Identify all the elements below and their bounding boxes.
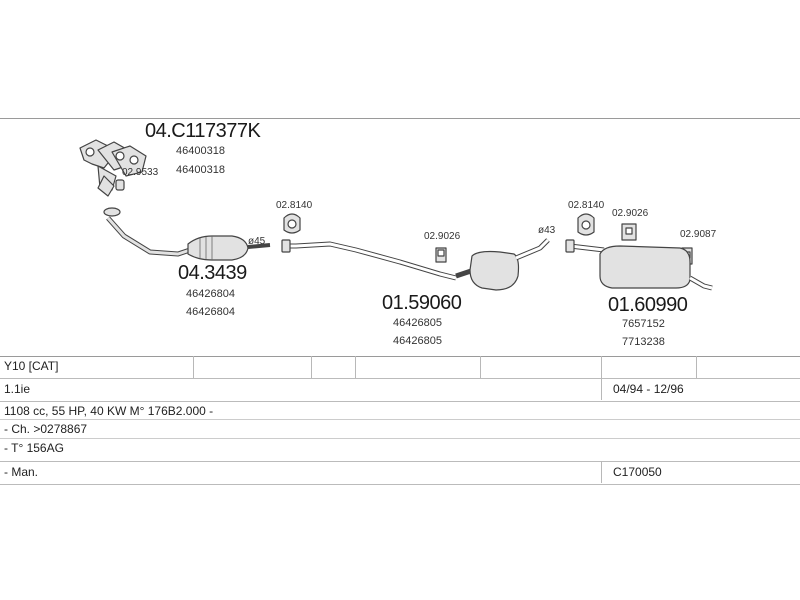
table-divider-1	[193, 356, 194, 378]
table-divider-4	[480, 356, 481, 378]
table-rule-5	[0, 438, 800, 439]
vehicle-ref: C170050	[613, 465, 662, 479]
table-divider-years	[601, 378, 602, 400]
table-divider-ref	[601, 461, 602, 483]
rear-hanger-a-code: 02.8140	[568, 200, 605, 211]
middle-silencer-code: 01.59060	[382, 292, 462, 314]
rear-hanger-b-code: 02.9026	[612, 208, 649, 219]
middle-silencer-oem-1: 46426805	[393, 317, 442, 329]
vehicle-spec: 1108 cc, 55 HP, 40 KW M° 176B2.000 -	[4, 404, 214, 418]
table-rule-7	[0, 484, 800, 485]
rear-silencer-oem-2: 7713238	[622, 336, 665, 348]
manifold-gasket-part[interactable]	[115, 179, 125, 191]
middle-silencer-part[interactable]	[455, 238, 550, 291]
vehicle-type: - T° 156AG	[4, 441, 64, 455]
vehicle-model: Y10 [CAT]	[4, 359, 59, 373]
catalyst-oem-1: 46426804	[186, 288, 235, 300]
table-rule-2	[0, 378, 800, 379]
vehicle-engine: 1.1ie	[4, 382, 31, 396]
table-rule-3	[0, 401, 800, 402]
tail-inlet-pipe-part[interactable]	[565, 239, 605, 253]
table-rule-6	[0, 461, 800, 462]
table-divider-2	[311, 356, 312, 378]
manifold-oem-2: 46400318	[176, 164, 225, 176]
middle-silencer-oem-2: 46426805	[393, 335, 442, 347]
middle-diameter: ø43	[538, 225, 556, 236]
manifold-code: 04.C117377K	[145, 120, 261, 142]
rear-hanger-a-part[interactable]	[577, 213, 595, 236]
vehicle-chassis: - Ch. >0278867	[4, 422, 88, 436]
vehicle-years: 04/94 - 12/96	[613, 382, 684, 396]
intermediate-pipe-part[interactable]	[281, 239, 457, 281]
middle-hanger-code: 02.9026	[424, 231, 461, 242]
flange-gasket-part[interactable]	[103, 207, 121, 217]
rear-hanger-c-code: 02.9087	[680, 229, 717, 240]
catalyst-code: 04.3439	[178, 262, 247, 284]
catalyst-part[interactable]	[106, 216, 271, 261]
rear-silencer-oem-1: 7657152	[622, 318, 665, 330]
manifold-part[interactable]	[79, 139, 147, 197]
table-divider-3	[355, 356, 356, 378]
top-rule	[0, 118, 800, 119]
manifold-fitting-code: 02.9533	[122, 167, 159, 178]
catalyst-diameter: ø45	[248, 236, 266, 247]
table-divider-5	[601, 356, 602, 378]
manifold-oem-1: 46400318	[176, 145, 225, 157]
table-rule-1	[0, 356, 800, 357]
front-hanger-part[interactable]	[283, 213, 301, 234]
vehicle-gearbox: - Man.	[4, 465, 39, 479]
table-divider-6	[696, 356, 697, 378]
rear-silencer-code: 01.60990	[608, 294, 688, 316]
rear-hanger-b-part[interactable]	[621, 223, 637, 241]
catalyst-oem-2: 46426804	[186, 306, 235, 318]
table-rule-4	[0, 419, 800, 420]
rear-silencer-part[interactable]	[599, 245, 713, 291]
front-hanger-code: 02.8140	[276, 200, 313, 211]
middle-hanger-part[interactable]	[435, 247, 447, 263]
